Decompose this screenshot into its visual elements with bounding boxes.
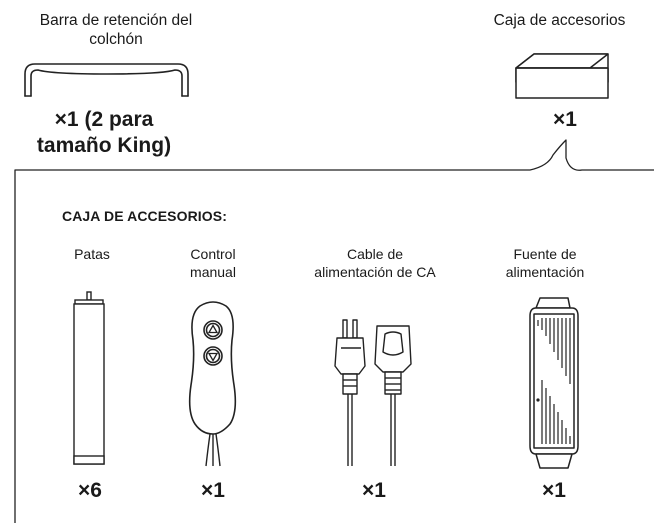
leg-icon [73, 291, 105, 465]
item-label-psu: Fuente de alimentación [505, 246, 585, 280]
item-quantity-cable: ×1 [362, 479, 386, 502]
accessory-box-icon [515, 53, 609, 99]
item-quantity-remote: ×1 [201, 479, 225, 502]
item-label-cable: Cable de alimentación de CA [314, 246, 436, 280]
item-label-legs: Patas [74, 246, 110, 262]
retention-bar-quantity: ×1 (2 para tamaño King) [0, 107, 208, 159]
retention-bar-icon [24, 63, 189, 97]
accessory-box-quantity: ×1 [553, 108, 577, 131]
item-quantity-psu: ×1 [542, 479, 566, 502]
item-label-remote: Control manual [190, 246, 236, 280]
accessory-panel-title: CAJA DE ACCESORIOS: [62, 208, 227, 224]
ac-power-cable-icon [334, 319, 412, 466]
retention-bar-label-line1: Barra de retención del [39, 12, 193, 29]
remote-control-icon [188, 301, 237, 467]
power-supply-icon [529, 297, 579, 469]
retention-bar-quantity-line1: ×1 (2 para [54, 108, 154, 131]
retention-bar-quantity-line2: tamaño King) [36, 134, 172, 157]
retention-bar-label-line2: colchón [89, 31, 143, 48]
accessory-box-label: Caja de accesorios [493, 12, 626, 29]
item-quantity-legs: ×6 [78, 479, 102, 502]
retention-bar-label: Barra de retención del colchón [0, 11, 232, 49]
